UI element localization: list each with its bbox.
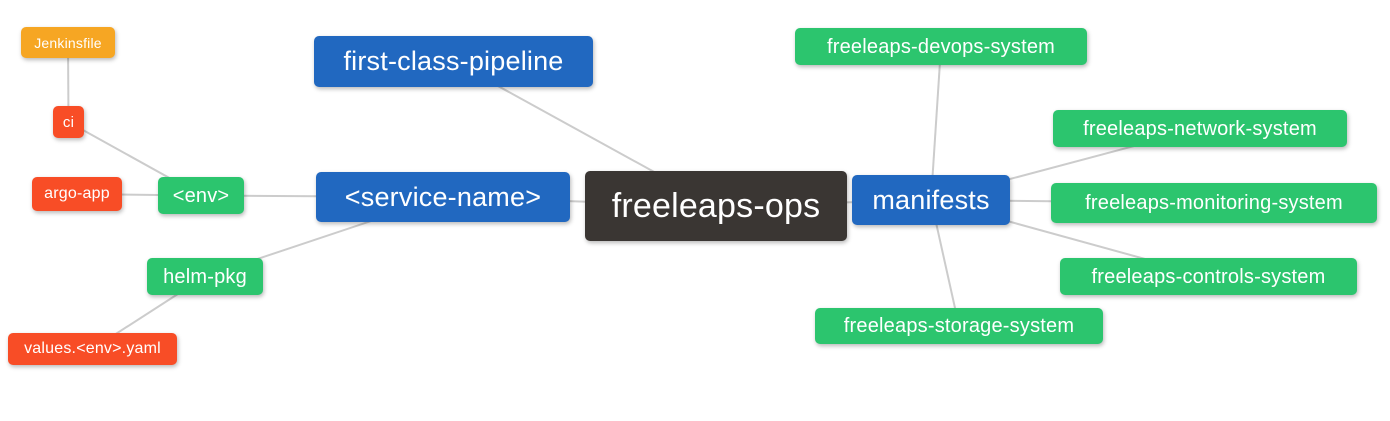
edge-manifests-freeleaps-devops-system (930, 46, 942, 201)
node-freeleaps-network-system[interactable]: freeleaps-network-system (1053, 110, 1347, 147)
node-env[interactable]: <env> (158, 177, 244, 214)
node-freeleaps-controls-system[interactable]: freeleaps-controls-system (1060, 258, 1357, 295)
node-freeleaps-ops[interactable]: freeleaps-ops (585, 171, 847, 241)
node-freeleaps-monitoring-system[interactable]: freeleaps-monitoring-system (1051, 183, 1377, 223)
node-values-env-yaml[interactable]: values.<env>.yaml (8, 333, 177, 365)
node-argo-app[interactable]: argo-app (32, 177, 122, 211)
node-jenkinsfile[interactable]: Jenkinsfile (21, 27, 115, 58)
node-helm-pkg[interactable]: helm-pkg (147, 258, 263, 295)
node-ci[interactable]: ci (53, 106, 84, 138)
node-service-name[interactable]: <service-name> (316, 172, 570, 222)
node-freeleaps-devops-system[interactable]: freeleaps-devops-system (795, 28, 1087, 65)
node-freeleaps-storage-system[interactable]: freeleaps-storage-system (815, 308, 1103, 344)
node-first-class-pipeline[interactable]: first-class-pipeline (314, 36, 593, 87)
node-manifests[interactable]: manifests (852, 175, 1010, 225)
